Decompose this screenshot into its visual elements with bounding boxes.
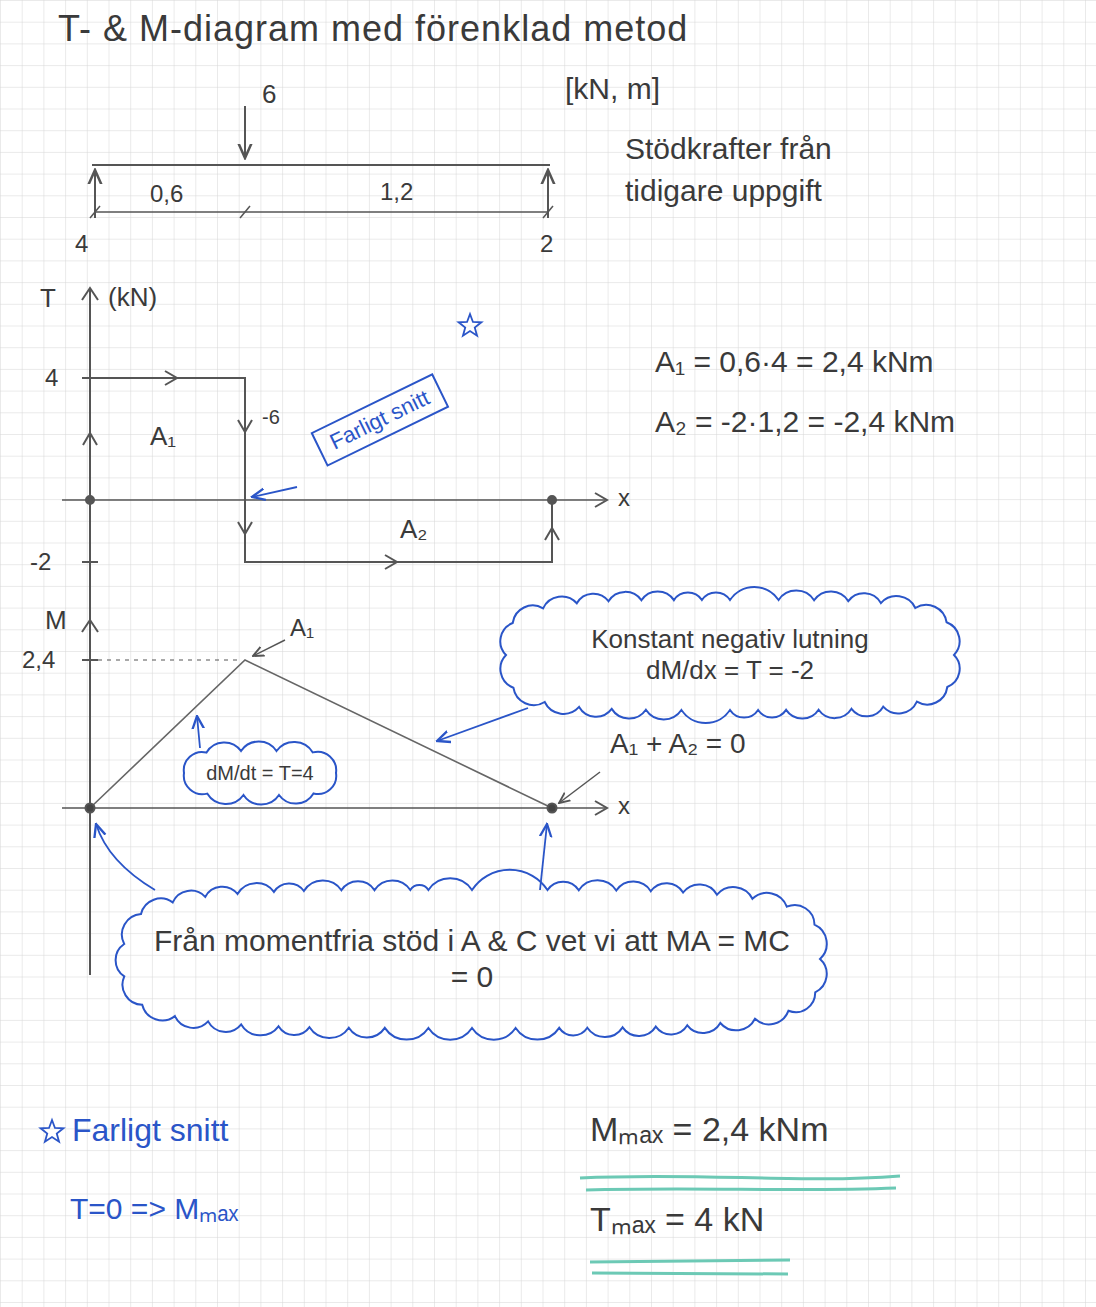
callout-text: dM/dt = T=4 [206,761,313,785]
shear-diagram-part [62,499,605,501]
note: Stödkrafter från tidigare uppgift [625,128,925,212]
result: Mₘₐₓ = 2,4 kNm [590,1110,828,1149]
callout-text: Från momentfria stöd i A & C vet vi att … [142,923,802,995]
beam-sketch [90,106,553,218]
leader-arrows-part [252,487,297,497]
unit-note: [kN, m] [565,72,660,107]
beam-sketch-part [240,206,250,218]
shear-diagram-part [548,496,556,504]
axis-tick: 4 [45,364,58,392]
moment-diagram-part [82,659,98,661]
warning-text: Farligt snitt [326,385,434,456]
diagram-title: T- & M-diagram med förenklad metod [58,8,688,49]
moment-diagram [62,620,607,815]
result-underline-part [586,1188,896,1190]
shear-diagram-part [238,420,252,432]
moment-diagram-part [98,659,240,660]
moment-diagram-part [559,772,600,803]
cloud-outline-path [116,870,827,1040]
leader-arrows-part [437,708,528,741]
shear-diagram-part [83,433,97,445]
moment-diagram-part [62,807,605,809]
moment-diagram-part [595,801,607,815]
area-label: A₂ [400,515,427,545]
shear-diagram-part [238,522,252,534]
dimension: 1,2 [380,178,413,206]
moment-diagram-part [82,620,98,632]
shear-diagram-part [165,371,177,385]
cloud-outline-path [500,587,959,723]
star-symbol [41,314,482,1142]
beam-sketch-part [95,211,548,213]
note: T=0 => Mₘₐₓ [70,1192,238,1227]
beam-sketch-part [543,206,553,218]
area-sum: A₁ + A₂ = 0 [610,728,746,760]
callout-cloud: dM/dt = T=4 [176,743,344,803]
callout-cloud: Från momentfria stöd i A & C vet vi att … [116,882,828,1036]
beam-sketch-part [90,206,100,218]
moment-diagram-part [86,804,95,813]
note-heading: Farligt snitt [72,1112,228,1149]
area-formula: A₂ = -2·1,2 = -2,4 kNm [655,405,955,440]
axis-tick: 2,4 [22,646,55,674]
dimension: 0,6 [150,180,183,208]
result: Tₘₐₓ = 4 kN [590,1200,764,1239]
axis-tick: -2 [30,548,51,576]
star-symbol-part [41,1120,64,1142]
area-formula: A₁ = 0,6·4 = 2,4 kNm [655,345,934,380]
load-value: 6 [262,80,276,110]
result-underline-part [590,1260,790,1262]
result-underline-part [580,1176,900,1179]
moment-diagram-part [90,660,552,808]
shear-diagram-part [90,378,552,562]
shear-diagram-part [89,290,91,975]
cloud-outline-path [184,741,336,804]
axis-label: x [618,484,630,512]
leader-arrows-part [96,824,155,890]
shear-diagram-part [86,496,94,504]
shear-diagram-part [595,493,607,507]
leader-arrows-part [540,824,547,890]
cloud-outline [116,882,828,1036]
beam-sketch-part [244,106,246,158]
axis-label: T [40,284,56,314]
shear-diagram-part [545,528,559,540]
result-underline-part [592,1273,788,1274]
leader-arrows-part [197,716,200,748]
callout-text: Konstant negativ lutning [591,624,869,655]
leader-arrows [96,487,547,890]
callout-cloud: Konstant negativ lutningdM/dx = T = -2 [498,592,962,718]
axis-label: x [618,792,630,820]
support-force: 4 [75,230,88,258]
beam-sketch-part [92,164,550,166]
moment-diagram-part [548,804,557,813]
result-underline [580,1176,900,1274]
jump-value: -6 [262,406,280,429]
shear-diagram-part [82,561,98,563]
axis-unit: (kN) [108,283,157,313]
moment-diagram-part [253,640,285,656]
area-label: A₁ [150,422,176,452]
callout-text: dM/dx = T = -2 [646,655,814,686]
star-symbol-part [459,314,482,336]
axis-label: M [45,606,67,636]
warning-box: Farligt snitt [310,373,449,467]
area-label: A₁ [290,614,314,642]
shear-diagram-part [82,288,98,300]
shear-diagram-part [385,555,397,569]
support-force: 2 [540,230,553,258]
